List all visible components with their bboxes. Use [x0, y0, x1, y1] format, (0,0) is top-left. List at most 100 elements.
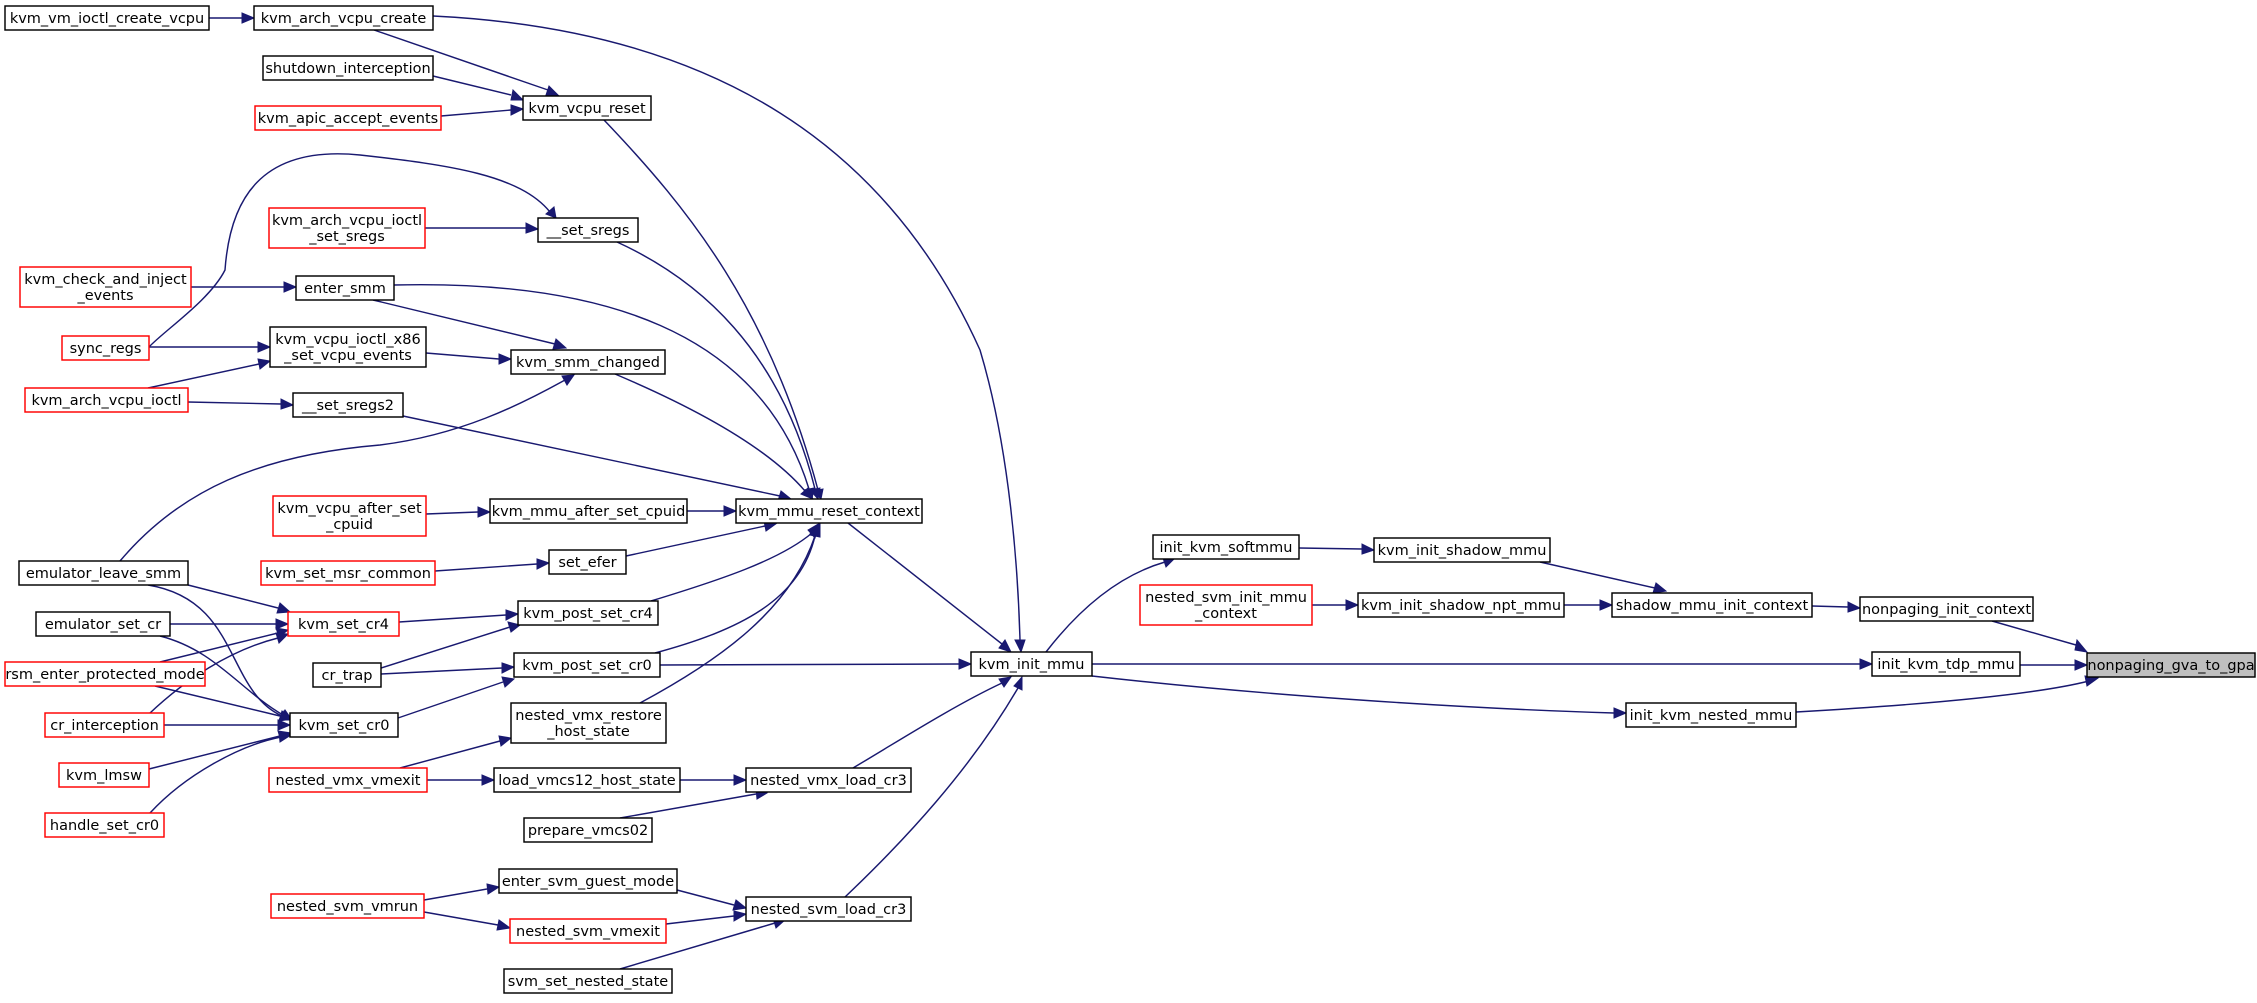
node-kvm-arch-vcpu-ioctl-set-sregs[interactable]: kvm_arch_vcpu_ioctl_set_sregs [268, 207, 426, 249]
node-sync-regs[interactable]: sync_regs [61, 335, 150, 361]
arrowhead-icon [1014, 639, 1026, 654]
arrowhead-icon [525, 222, 540, 234]
node-nested-svm-load-cr3[interactable]: nested_svm_load_cr3 [745, 896, 912, 922]
node-kvm-init-shadow-npt-mmu[interactable]: kvm_init_shadow_npt_mmu [1357, 592, 1565, 618]
edge-line [639, 535, 816, 704]
node-cr-trap[interactable]: cr_trap [312, 662, 382, 688]
arrowhead-icon [280, 398, 295, 410]
node---set-sregs2[interactable]: __set_sregs2 [292, 392, 404, 418]
node-label: kvm_vm_ioctl_create_vcpu [10, 11, 204, 27]
node-box [18, 560, 189, 586]
arrowhead-icon [283, 281, 298, 293]
call-edge-set-efer-to-kvm-mmu-reset-context [625, 520, 779, 557]
node-kvm-post-set-cr4[interactable]: kvm_post_set_cr4 [517, 600, 659, 626]
node-nested-svm-init-mmu-context[interactable]: nested_svm_init_mmu_context [1139, 584, 1313, 626]
call-edge-enter-smm-to-kvm-smm-changed [372, 299, 568, 350]
edge-line [432, 75, 512, 96]
node-label: kvm_set_cr4 [298, 617, 389, 633]
node-kvm-smm-changed[interactable]: kvm_smm_changed [510, 349, 666, 375]
node-init-kvm-tdp-mmu[interactable]: init_kvm_tdp_mmu [1871, 651, 2021, 677]
call-edge-nested-svm-load-cr3-to-kvm-init-mmu [844, 675, 1023, 898]
node-kvm-post-set-cr0[interactable]: kvm_post_set_cr0 [513, 652, 661, 678]
node-box [262, 55, 434, 81]
node-kvm-set-cr4[interactable]: kvm_set_cr4 [287, 611, 400, 637]
node-kvm-arch-vcpu-create[interactable]: kvm_arch_vcpu_create [253, 5, 434, 31]
arrowhead-icon [486, 883, 501, 895]
node-box [503, 968, 673, 994]
edge-line [159, 632, 279, 663]
node-prepare-vmcs02[interactable]: prepare_vmcs02 [523, 817, 653, 843]
node-kvm-init-mmu[interactable]: kvm_init_mmu [970, 651, 1093, 677]
node-box [270, 893, 425, 919]
node-box [745, 767, 912, 793]
node-enter-svm-guest-mode[interactable]: enter_svm_guest_mode [498, 868, 678, 894]
node-kvm-vm-ioctl-create-vcpu[interactable]: kvm_vm_ioctl_create_vcpu [4, 5, 210, 31]
node-init-kvm-nested-mmu[interactable]: init_kvm_nested_mmu [1625, 702, 1797, 728]
node-nested-svm-vmexit[interactable]: nested_svm_vmexit [509, 918, 667, 944]
node-kvm-set-msr-common[interactable]: kvm_set_msr_common [260, 560, 436, 586]
node-label: enter_svm_guest_mode [502, 874, 674, 890]
node-box [745, 896, 912, 922]
node-kvm-apic-accept-events[interactable]: kvm_apic_accept_events [254, 105, 442, 131]
node-nonpaging-gva-to-gpa[interactable]: nonpaging_gva_to_gpa [2086, 652, 2256, 678]
node-nested-vmx-vmexit[interactable]: nested_vmx_vmexit [268, 767, 428, 793]
node-nested-vmx-load-cr3[interactable]: nested_vmx_load_cr3 [745, 767, 912, 793]
node-load-vmcs12-host-state[interactable]: load_vmcs12_host_state [493, 767, 681, 793]
node-nonpaging-init-context[interactable]: nonpaging_init_context [1859, 596, 2034, 622]
node-kvm-check-and-inject-events[interactable]: kvm_check_and_inject_events [19, 266, 192, 308]
node-box [24, 387, 189, 413]
edge-line [676, 889, 735, 906]
node-rsm-enter-protected-mode[interactable]: rsm_enter_protected_mode [4, 661, 206, 687]
edge-line [148, 153, 551, 348]
node-label: kvm_mmu_reset_context [738, 504, 920, 520]
node-kvm-vcpu-ioctl-x86-set-vcpu-events[interactable]: kvm_vcpu_ioctl_x86_set_vcpu_events [269, 326, 427, 368]
node-kvm-mmu-reset-context[interactable]: kvm_mmu_reset_context [735, 498, 923, 524]
edge-line [614, 373, 806, 492]
node-emulator-set-cr[interactable]: emulator_set_cr [35, 611, 171, 637]
node-kvm-arch-vcpu-ioctl[interactable]: kvm_arch_vcpu_ioctl [24, 387, 189, 413]
node-label: kvm_vcpu_reset [528, 101, 646, 117]
node-label: kvm_apic_accept_events [258, 111, 438, 127]
arrowhead-icon [278, 710, 294, 722]
arrowhead-icon [1859, 658, 1874, 670]
node-kvm-vcpu-after-set-cpuid[interactable]: kvm_vcpu_after_set_cpuid [272, 495, 427, 537]
node-box [289, 712, 399, 738]
node-enter-smm[interactable]: enter_smm [295, 275, 395, 301]
node-nested-svm-vmrun[interactable]: nested_svm_vmrun [270, 893, 425, 919]
node-shadow-mmu-init-context[interactable]: shadow_mmu_init_context [1611, 592, 1813, 618]
node---set-sregs[interactable]: __set_sregs [537, 217, 639, 243]
edge-line [1811, 605, 1849, 608]
edge-line [397, 681, 504, 719]
node-kvm-mmu-after-set-cpuid[interactable]: kvm_mmu_after_set_cpuid [489, 498, 688, 524]
edge-line [393, 283, 810, 490]
node-label: nested_vmx_restore [515, 708, 662, 724]
node-box [44, 812, 165, 838]
node-init-kvm-softmmu[interactable]: init_kvm_softmmu [1152, 534, 1300, 560]
node-kvm-init-shadow-mmu[interactable]: kvm_init_shadow_mmu [1373, 537, 1551, 563]
edge-line [373, 29, 549, 91]
node-box [268, 207, 426, 249]
node-kvm-lmsw[interactable]: kvm_lmsw [58, 762, 150, 788]
arrowhead-icon [732, 899, 748, 911]
node-label: kvm_check_and_inject [24, 272, 187, 288]
node-box [269, 326, 427, 368]
node-emulator-leave-smm[interactable]: emulator_leave_smm [18, 560, 189, 586]
call-edge-emulator-leave-smm-to-kvm-smm-changed [119, 374, 576, 562]
node-svm-set-nested-state[interactable]: svm_set_nested_state [503, 968, 673, 994]
node-kvm-vcpu-reset[interactable]: kvm_vcpu_reset [522, 95, 652, 121]
edge-line [603, 119, 819, 491]
call-edge-cr-trap-to-kvm-post-set-cr0 [380, 662, 516, 675]
arrowhead-icon [2074, 659, 2089, 671]
node-label: kvm_init_shadow_mmu [1378, 543, 1547, 559]
node-cr-interception[interactable]: cr_interception [44, 712, 165, 738]
node-shutdown-interception[interactable]: shutdown_interception [262, 55, 434, 81]
edge-line [154, 685, 281, 717]
node-handle-set-cr0[interactable]: handle_set_cr0 [44, 812, 165, 838]
node-box [735, 498, 923, 524]
node-kvm-set-cr0[interactable]: kvm_set_cr0 [289, 712, 399, 738]
node-label: cr_trap [322, 668, 373, 684]
node-set-efer[interactable]: set_efer [548, 549, 627, 575]
node-nested-vmx-restore-host-state[interactable]: nested_vmx_restore_host_state [510, 702, 667, 744]
edge-line [425, 352, 500, 360]
call-edge-shadow-mmu-init-context-to-nonpaging-init-context [1811, 601, 1862, 613]
